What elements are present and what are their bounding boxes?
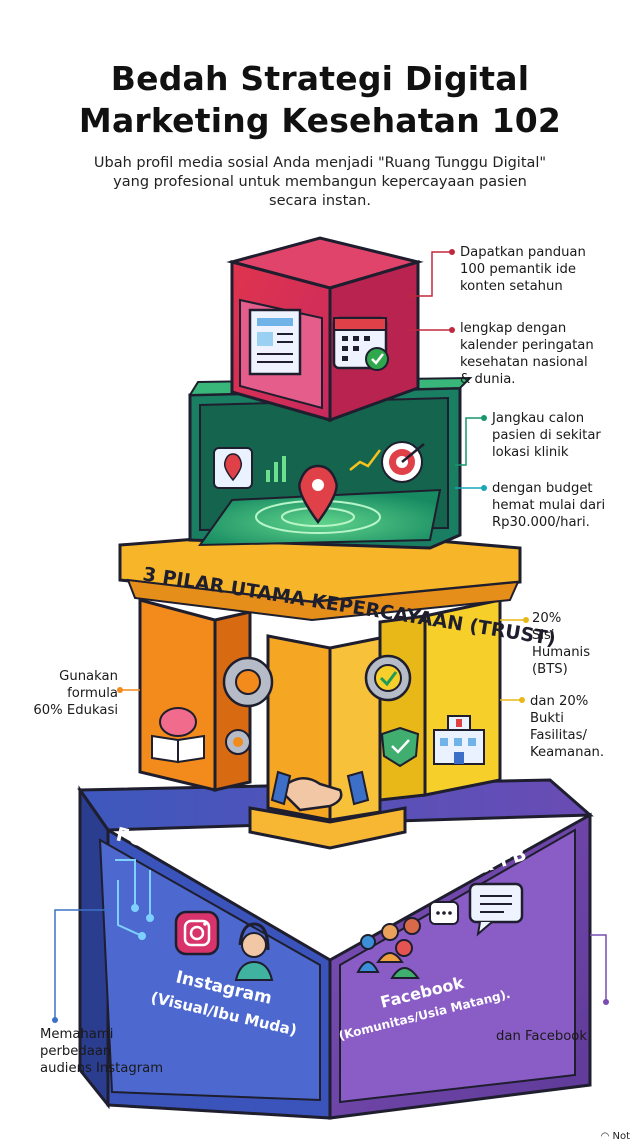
callout-budget: dengan budget hemat mulai dari Rp30.000/… [492, 480, 605, 531]
bar-chart-icon [266, 449, 381, 482]
callout-connectors [52, 249, 609, 1023]
callout-line: lengkap dengan [460, 321, 567, 336]
gear-check-icon [364, 654, 412, 702]
callout-line: dan Facebook [496, 1029, 587, 1044]
map-pin-card-icon [213, 447, 253, 489]
callout-line: Sisi [532, 628, 555, 643]
subtitle-line-3: secara instan. [269, 193, 371, 209]
callout-instagram-audience: Memahami perbedaan audiens Instagram [40, 1026, 163, 1077]
page-subtitle: Ubah profil media sosial Anda menjadi "R… [60, 154, 580, 211]
callout-content-ideas: Dapatkan panduan 100 pemantik ide konten… [460, 244, 586, 295]
page-title: Bedah Strategi Digital Marketing Kesehat… [0, 58, 640, 142]
callout-line: formula [67, 686, 118, 701]
callout-line: konten setahun [460, 279, 563, 294]
title-line-2: Marketing Kesehatan 102 [78, 101, 562, 140]
callout-line: & dunia. [460, 372, 516, 387]
callout-line: Bukti [530, 711, 564, 726]
subtitle-line-1: Ubah profil media sosial Anda menjadi "R… [93, 155, 547, 171]
callout-health-calendar: lengkap dengan kalender peringatan keseh… [460, 320, 594, 388]
callout-facebook-audience: dan Facebook [496, 1028, 587, 1045]
callout-line: Fasilitas/ [530, 728, 587, 743]
young-mother-icon [241, 932, 267, 958]
callout-line: 60% Edukasi [33, 703, 118, 718]
hospital-icon [433, 715, 485, 765]
shield-icon [380, 726, 420, 768]
callout-line: Memahami [40, 1027, 114, 1042]
callout-line: (BTS) [532, 662, 568, 677]
callout-humanis: 20% Sisi Humanis (BTS) [532, 610, 590, 678]
callout-line: dengan budget [492, 481, 593, 496]
callout-line: Keamanan. [530, 745, 605, 760]
gear-icon [222, 656, 274, 755]
callout-facilities: dan 20% Bukti Fasilitas/ Keamanan. [530, 693, 604, 761]
location-pin-icon [298, 464, 338, 525]
subtitle-line-2: yang profesional untuk membangun keperca… [113, 174, 527, 190]
callout-line: Rp30.000/hari. [492, 515, 590, 530]
callout-local-reach: Jangkau calon pasien di sekitar lokasi k… [492, 410, 601, 461]
chat-bubbles-icon [429, 882, 524, 937]
callout-line: audiens Instagram [40, 1061, 164, 1076]
callout-education: Gunakan formula 60% Edukasi [10, 668, 118, 719]
callout-line: kalender peringatan [460, 338, 594, 353]
callout-line: perbedaan [40, 1044, 112, 1059]
community-icon [356, 917, 421, 979]
footer-watermark: ◠ Not [601, 1131, 630, 1142]
callout-line: hemat mulai dari [492, 498, 606, 513]
callout-line: dan 20% [530, 694, 589, 709]
callout-line: pasien di sekitar [492, 428, 601, 443]
article-icon [248, 308, 302, 376]
target-icon [381, 441, 425, 483]
footer-mark-text: Not [612, 1131, 630, 1142]
callout-line: 20% [532, 611, 562, 626]
callout-line: Humanis [532, 645, 591, 660]
title-line-1: Bedah Strategi Digital [110, 59, 530, 98]
callout-line: Dapatkan panduan [460, 245, 586, 260]
callout-line: kesehatan nasional [460, 355, 588, 370]
callout-line: Gunakan [59, 669, 118, 684]
handshake-icon [270, 770, 370, 812]
callout-line: 100 pemantik ide [460, 262, 576, 277]
calendar-icon [332, 316, 389, 371]
callout-line: lokasi klinik [492, 445, 569, 460]
instagram-icon [174, 910, 220, 956]
brain-book-icon [151, 707, 205, 764]
footer-logo-icon: ◠ [600, 1131, 613, 1142]
callout-line: Jangkau calon [492, 411, 585, 426]
